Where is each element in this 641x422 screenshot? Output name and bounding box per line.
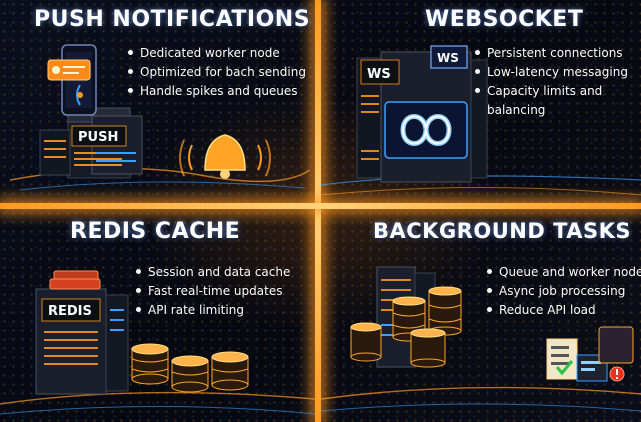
- smartphone-icon: [47, 44, 97, 116]
- list-item: Dedicated worker node: [128, 44, 306, 63]
- list-item: Reduce API load: [487, 301, 641, 320]
- list-item: API rate limiting: [136, 301, 290, 320]
- circuit-background: [321, 209, 641, 422]
- websocket-title: WEBSOCKET: [425, 7, 584, 32]
- list-item: Session and data cache: [136, 263, 290, 282]
- checklist-icon: [546, 338, 578, 380]
- ws-badge: [430, 45, 468, 69]
- redis-server-label: REDIS: [48, 304, 92, 319]
- websocket-illustration: WS WS: [321, 45, 641, 196]
- list-item: Fast real-time updates: [136, 282, 290, 301]
- bell-icon: [179, 134, 271, 179]
- panel-websocket: WS WS WEBSOCKET Persistent connections L…: [321, 0, 641, 203]
- list-item: Persistent connections: [475, 44, 628, 63]
- panel-redis-cache: REDIS REDIS CACHE Session and data cache…: [0, 209, 315, 422]
- panel-background-tasks: BACKGROUND TASKS Queue and worker nodes …: [321, 209, 641, 422]
- database-icon: [131, 343, 249, 393]
- list-item: Async job processing: [487, 282, 641, 301]
- list-item: balancing: [487, 103, 546, 117]
- websocket-server: [356, 51, 488, 183]
- websocket-bullet-list: Persistent connections Low-latency messa…: [475, 44, 628, 120]
- redis-title: REDIS CACHE: [70, 219, 241, 244]
- push-server: [39, 107, 143, 179]
- list-item: Optimized for bach sending: [128, 63, 306, 82]
- list-item: Capacity limits and: [475, 82, 628, 101]
- alert-icon: [598, 326, 634, 382]
- ws-badge-label: WS: [437, 51, 459, 65]
- background-tasks-bullet-list: Queue and worker nodes Async job process…: [487, 263, 641, 320]
- list-item: Handle spikes and queues: [128, 82, 306, 101]
- infinity-icon: [400, 114, 452, 146]
- redis-server: [35, 270, 129, 395]
- database-icon: [350, 286, 462, 368]
- background-tasks-title: BACKGROUND TASKS: [373, 219, 632, 243]
- push-server-label: PUSH: [78, 130, 118, 145]
- list-item: Low-latency messaging: [475, 63, 628, 82]
- horizontal-divider: [0, 203, 641, 209]
- list-item: Queue and worker nodes: [487, 263, 641, 282]
- redis-bullet-list: Session and data cache Fast real-time up…: [136, 263, 290, 320]
- push-illustration: PUSH: [9, 44, 311, 191]
- redis-illustration: REDIS: [0, 270, 315, 415]
- panel-push-notifications: PUSH PUSH NOTIFICATIONS Dedicated worker…: [0, 0, 315, 203]
- push-title: PUSH NOTIFICATIONS: [34, 7, 311, 32]
- push-bullet-list: Dedicated worker node Optimized for bach…: [128, 44, 306, 101]
- ws-server-label: WS: [367, 67, 391, 82]
- background-tasks-illustration: [321, 266, 641, 412]
- vertical-divider: [315, 0, 321, 422]
